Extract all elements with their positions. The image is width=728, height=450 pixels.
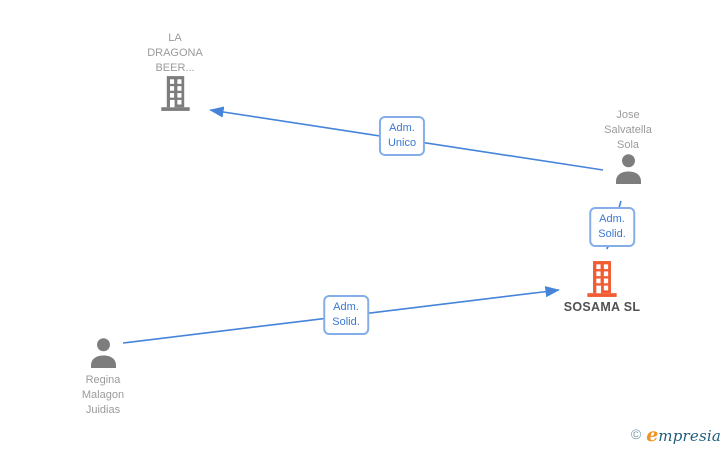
company-name-line: BEER...	[155, 62, 195, 74]
node-person-regina-malagon-juidias[interactable]: Regina Malagon Juidias	[43, 337, 163, 418]
node-person-jose-salvatella-sola[interactable]: Jose Salvatella Sola	[568, 108, 688, 184]
company-label: SOSAMA SL	[563, 300, 641, 314]
node-company-la-dragona[interactable]: LA DRAGONA BEER...	[115, 31, 235, 111]
edge-label-line: Unico	[387, 137, 417, 149]
building-icon-highlighted	[587, 261, 617, 297]
edge-label-adm-unico[interactable]: Adm. Unico	[378, 116, 426, 156]
person-name-line: Jose	[616, 109, 640, 121]
empresia-brand-watermark[interactable]: ©empresia	[631, 424, 721, 446]
company-name-line: DRAGONA	[147, 47, 203, 59]
edge-label-line: Adm.	[389, 122, 415, 134]
copyright-icon: ©	[630, 426, 642, 442]
edge-label-line: Solid.	[598, 228, 626, 240]
person-name-line: Sola	[616, 139, 640, 151]
person-name-line: Salvatella	[604, 124, 652, 136]
building-icon	[160, 76, 190, 111]
edge-label-line: Adm.	[599, 213, 625, 225]
person-icon	[90, 338, 116, 368]
edge-label-adm-solid-right[interactable]: Adm. Solid.	[589, 207, 635, 247]
edge-label-line: Adm.	[333, 301, 359, 313]
brand-text: mpresia	[658, 427, 721, 445]
company-name-line: LA	[168, 32, 182, 44]
node-company-sosama-sl[interactable]: SOSAMA SL	[542, 261, 662, 314]
person-icon	[615, 154, 641, 184]
brand-letter-e: e	[646, 424, 659, 446]
person-name-line: Regina	[85, 374, 121, 386]
edge-label-adm-solid-left[interactable]: Adm. Solid.	[323, 295, 369, 335]
person-name-line: Malagon	[81, 389, 125, 401]
edge-label-line: Solid.	[332, 316, 360, 328]
person-name-line: Juidias	[85, 404, 121, 416]
